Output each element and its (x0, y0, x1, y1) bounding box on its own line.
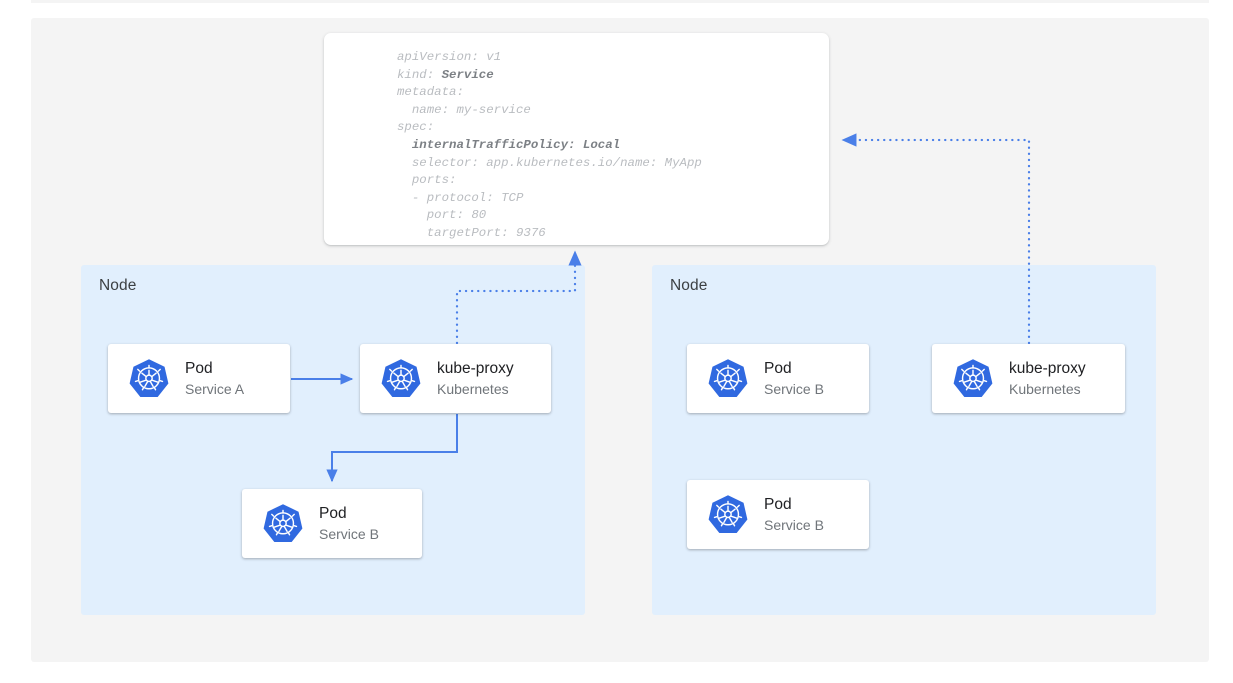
node-right-label: Node (670, 277, 708, 294)
card-pod-service-a[interactable]: Pod Service A (108, 344, 290, 413)
card-subtitle: Service B (764, 516, 824, 533)
card-subtitle: Service A (185, 380, 245, 397)
top-strip (31, 0, 1209, 3)
card-title: Pod (764, 359, 792, 377)
kubernetes-icon (706, 493, 750, 537)
card-labels: kube-proxy Kubernetes (1009, 359, 1086, 399)
card-pod-service-b-right-lower[interactable]: Pod Service B (687, 480, 869, 549)
card-labels: Pod Service B (319, 504, 379, 544)
kubernetes-icon (261, 502, 305, 546)
card-kube-proxy-right[interactable]: kube-proxy Kubernetes (932, 344, 1125, 413)
card-labels: Pod Service B (764, 359, 824, 399)
card-pod-service-b-left[interactable]: Pod Service B (242, 489, 422, 558)
card-title: kube-proxy (1009, 359, 1086, 377)
service-manifest-code: apiVersion: v1 kind: Service metadata: n… (397, 50, 702, 240)
node-left-label: Node (99, 277, 137, 294)
node-left[interactable]: Node (81, 265, 585, 615)
card-subtitle: Kubernetes (437, 380, 509, 397)
card-subtitle: Service B (319, 525, 379, 542)
kubernetes-icon (706, 357, 750, 401)
node-right[interactable]: Node (652, 265, 1156, 615)
card-title: kube-proxy (437, 359, 514, 377)
card-labels: Pod Service B (764, 495, 824, 535)
card-subtitle: Kubernetes (1009, 380, 1081, 397)
card-labels: Pod Service A (185, 359, 244, 399)
card-title: Pod (185, 359, 213, 377)
card-kube-proxy-left[interactable]: kube-proxy Kubernetes (360, 344, 551, 413)
service-manifest-card[interactable]: apiVersion: v1 kind: Service metadata: n… (324, 33, 829, 245)
kubernetes-icon (127, 357, 171, 401)
card-pod-service-b-right-upper[interactable]: Pod Service B (687, 344, 869, 413)
kubernetes-icon (379, 357, 423, 401)
card-title: Pod (319, 504, 347, 522)
card-title: Pod (764, 495, 792, 513)
kubernetes-icon (951, 357, 995, 401)
card-subtitle: Service B (764, 380, 824, 397)
card-labels: kube-proxy Kubernetes (437, 359, 514, 399)
